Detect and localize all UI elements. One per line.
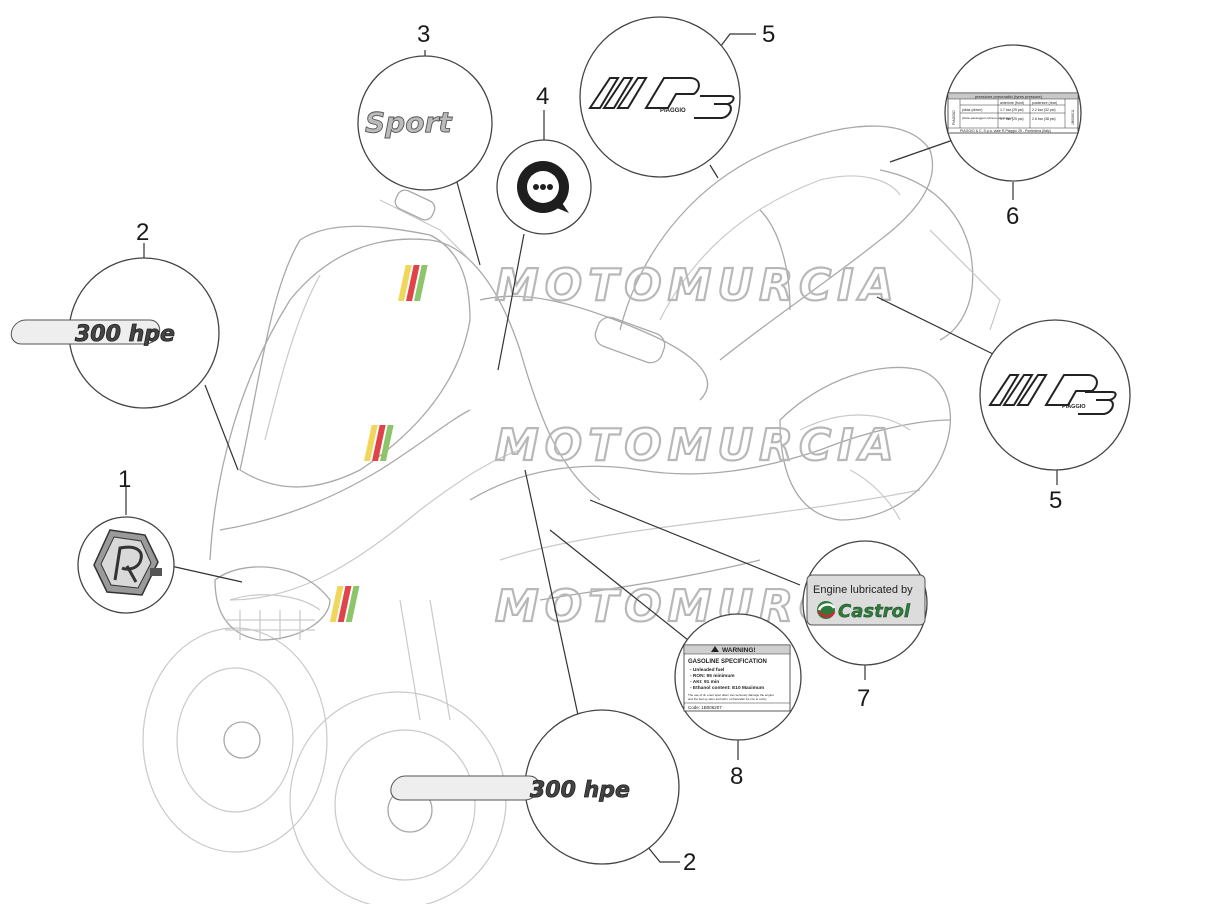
mp3-sub-text-5a: PIAGGIO (660, 108, 686, 114)
gas-line4: - Ethanol content: E10 Maximum (690, 685, 764, 691)
tyre-col-front: anteriore (front) (1000, 101, 1024, 105)
callout-4[interactable]: 4 (496, 83, 592, 371)
callout-3[interactable]: Sport 3 (357, 21, 493, 266)
callout-6[interactable]: pressione pneumatici (tyres pressure) an… (889, 44, 1082, 230)
tyre-row1-rear: 2.2 bar (32 psi) (1032, 108, 1056, 112)
watermark-1: MOTOMURCIA (398, 259, 900, 312)
callout-5a[interactable]: PIAGGIO 5 (579, 16, 775, 179)
callout-number-3: 3 (417, 21, 430, 48)
callout-number-2b: 2 (683, 849, 696, 876)
warning-triangle-icon (711, 646, 719, 652)
gas-note1: The use of di- erent spec alism can seri… (688, 693, 774, 697)
callout-number-5a: 5 (762, 21, 775, 48)
watermark-text-2: MOTOMURCIA (495, 420, 900, 471)
mp3-logo-icon-2 (988, 374, 1117, 415)
badge-text-2b: 300 hpe (530, 778, 630, 803)
callout-1[interactable]: 1 (77, 466, 243, 614)
tyre-row2-label: pilota+passeggero (driver+passenger) (962, 116, 1013, 120)
gasoline-spec-label: WARNING! GASOLINE SPECIFICATION - Unlead… (683, 644, 791, 712)
piaggio-p-emblem-icon (93, 529, 162, 596)
mp3-logo-icon (588, 77, 735, 119)
tyre-row2-rear: 2.6 bar (38 psi) (1032, 117, 1056, 121)
callout-number-8: 8 (730, 763, 743, 790)
callout-number-2a: 2 (136, 219, 149, 246)
tyre-side-left: PIAGGIO (952, 110, 956, 125)
tyre-row1-label: pilota (driver) (962, 108, 982, 112)
callout-number-6: 6 (1006, 203, 1019, 230)
callout-2a[interactable]: 300 hpe 2 (9, 219, 239, 471)
tyre-side-right: 1B006011 (1071, 109, 1075, 125)
chat-bubble-icon (517, 161, 569, 213)
tyre-footer: PIAGGIO & C. S.p.a. viale R.Piaggio 25 -… (960, 129, 1051, 133)
tyre-row1-front: 1.7 bar (25 psi) (1000, 108, 1024, 112)
watermark-2: MOTOMURCIA (364, 419, 900, 472)
castrol-logo-icon (817, 601, 836, 619)
tyre-row2-front: 1.7 bar (25 psi) (1000, 117, 1024, 121)
gas-line1: - Unleaded fuel (690, 667, 724, 673)
watermark-text-1: MOTOMURCIA (495, 260, 900, 311)
tyre-pressure-label: pressione pneumatici (tyres pressure) an… (947, 92, 1079, 134)
callout-number-5b: 5 (1049, 487, 1062, 514)
badge-text-3: Sport (365, 106, 453, 139)
callout-number-7: 7 (857, 685, 870, 712)
callout-2b[interactable]: 300 hpe 2 (389, 469, 696, 876)
gas-heading: GASOLINE SPECIFICATION (688, 659, 767, 665)
callout-8[interactable]: WARNING! GASOLINE SPECIFICATION - Unlead… (549, 529, 802, 790)
gas-code: Code: 1B006207 (688, 705, 722, 710)
callout-number-1: 1 (118, 466, 131, 493)
castrol-line1: Engine lubricated by (813, 584, 913, 596)
castrol-brand: Castrol (838, 601, 911, 622)
gas-warning: WARNING! (722, 647, 756, 654)
gas-line2: - RON: 95 minimum (690, 673, 735, 679)
gas-line3: - AKI: 91 min (690, 679, 719, 685)
callout-5b[interactable]: PIAGGIO 5 (876, 296, 1131, 514)
tyre-col-rear: posteriore (rear) (1032, 101, 1057, 105)
mp3-sub-text-5b: PIAGGIO (1062, 404, 1086, 410)
callout-number-4: 4 (536, 83, 549, 110)
callout-7[interactable]: Engine lubricated by Castrol 7 (589, 499, 928, 712)
badge-text-2a: 300 hpe (75, 322, 175, 347)
tyre-title: pressione pneumatici (tyres pressure) (975, 94, 1043, 99)
gas-note2: and the fuel sy stem and will n ot there… (688, 697, 767, 701)
scooter-drawing (142, 125, 1001, 904)
